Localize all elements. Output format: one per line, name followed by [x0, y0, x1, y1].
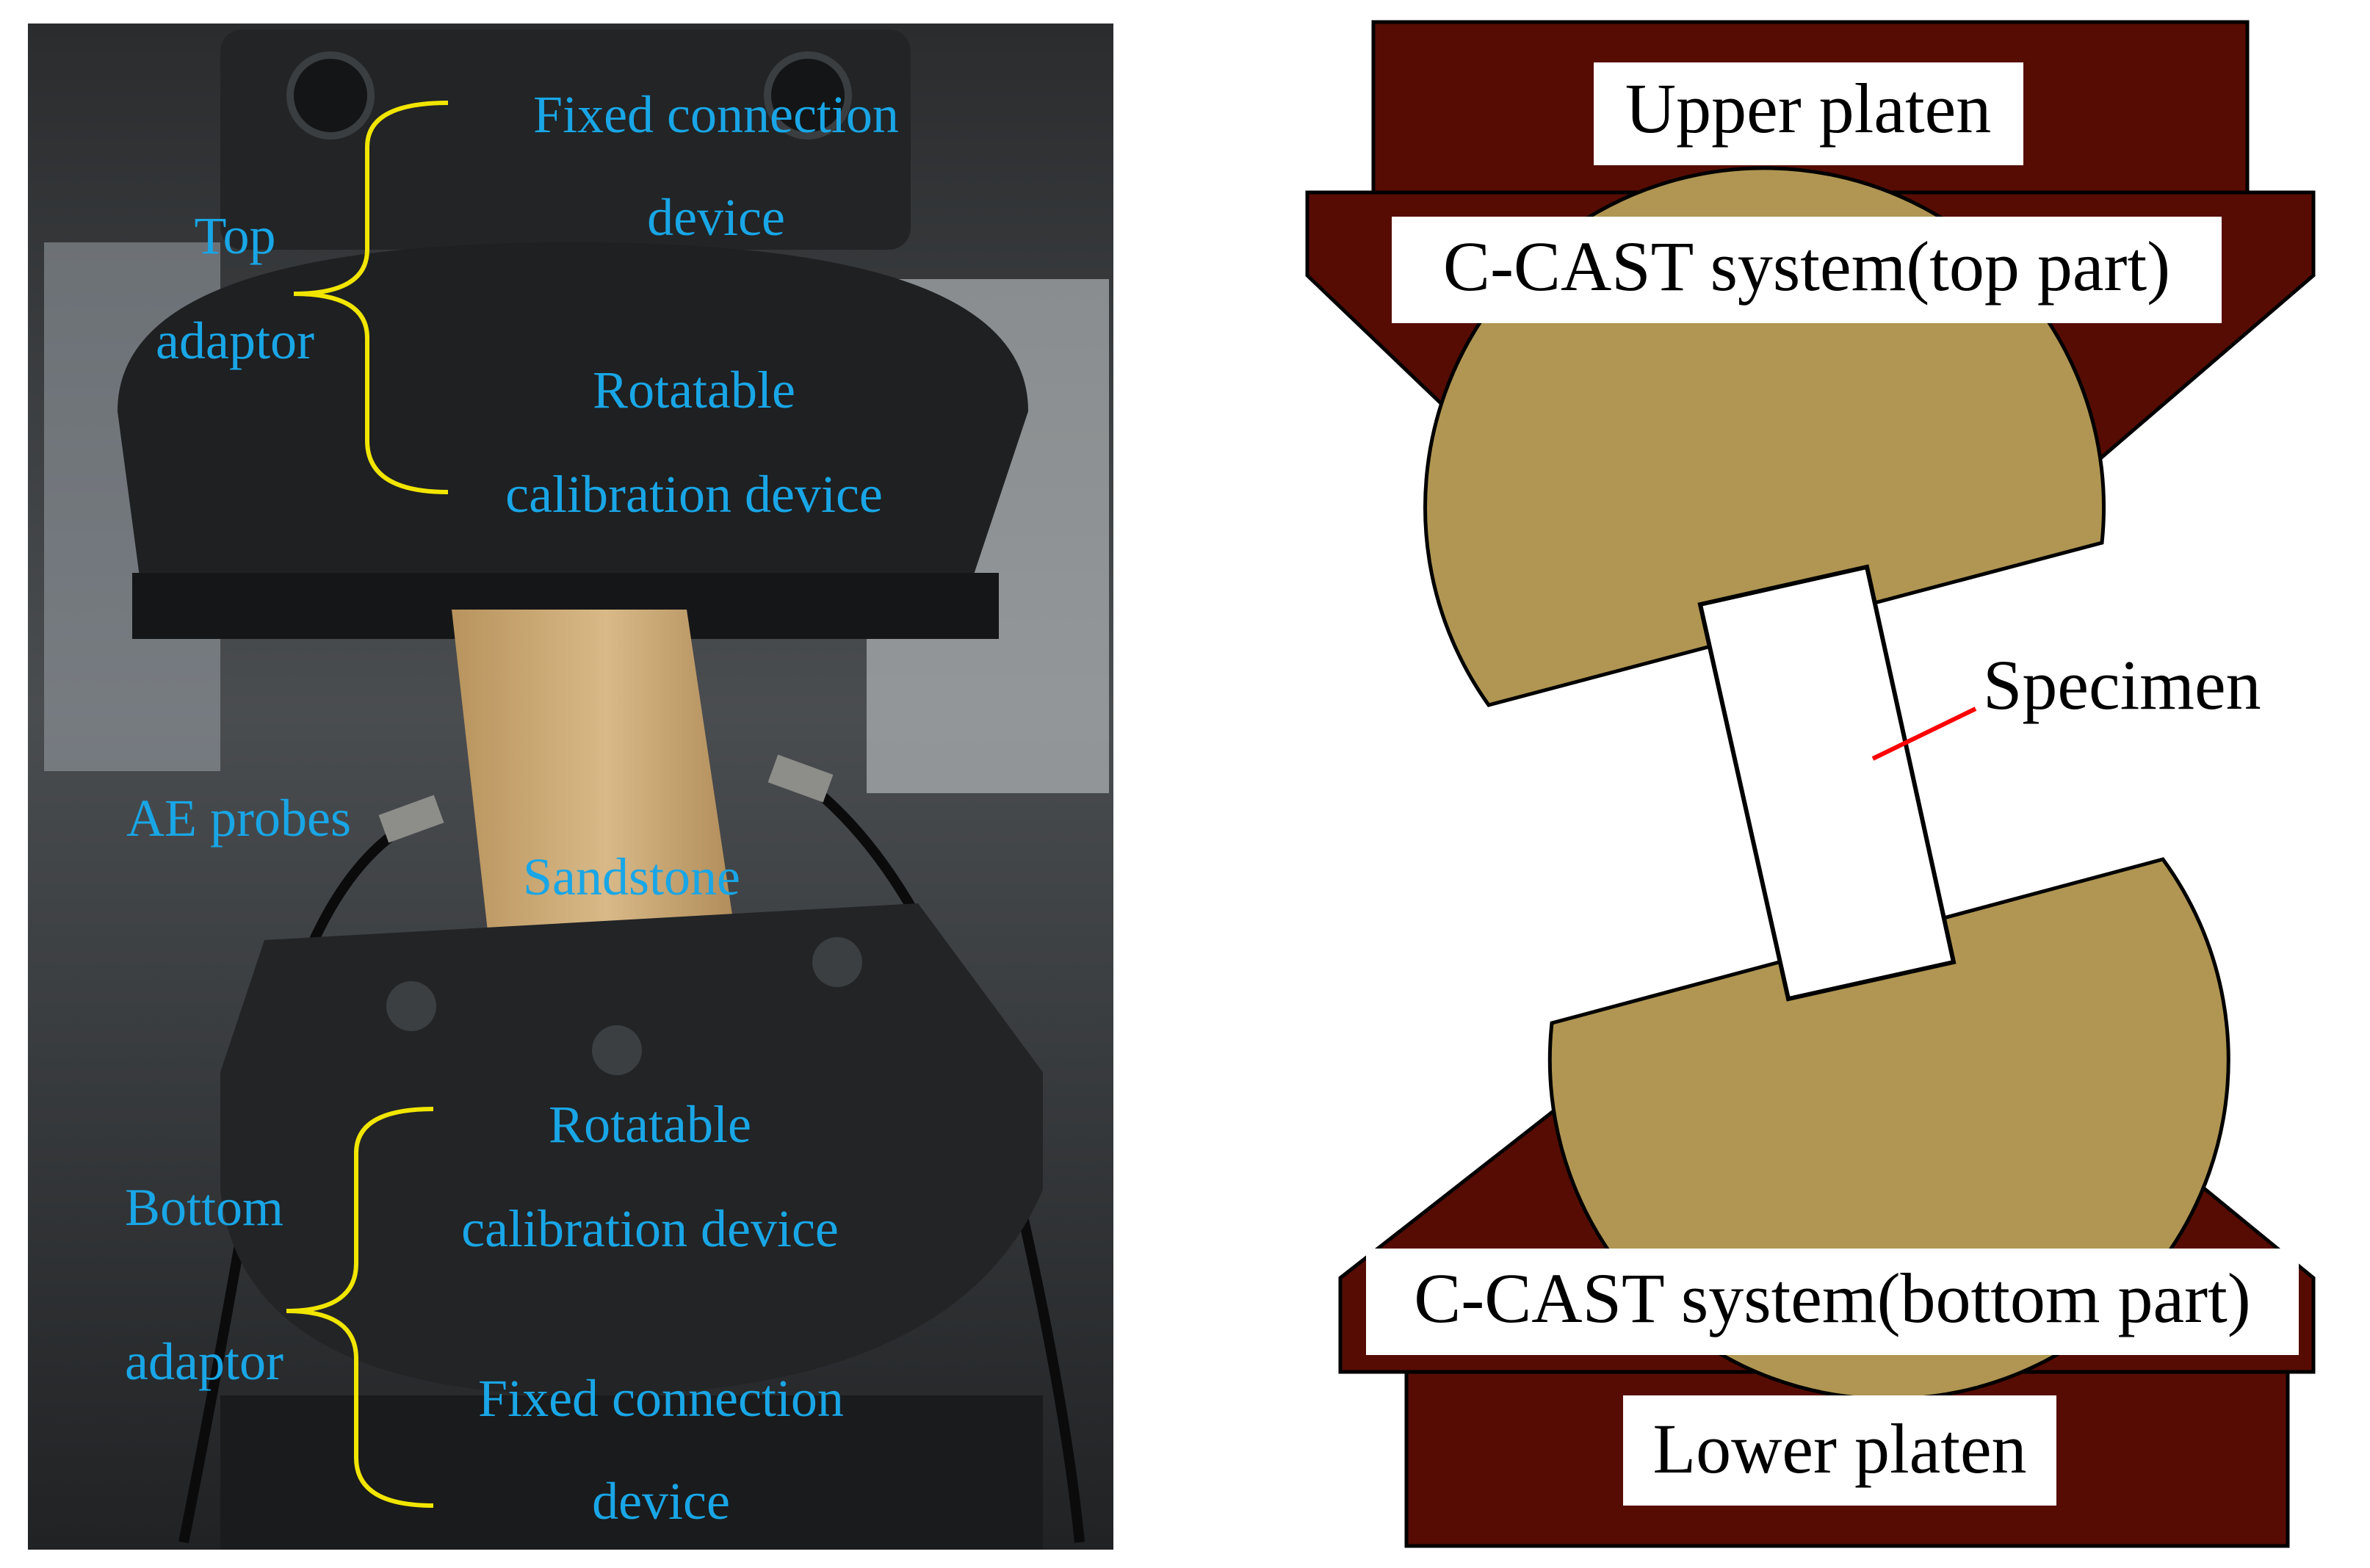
bottom-fixed-label-line2: device	[592, 1472, 730, 1531]
upper-platen-label: Upper platen	[1625, 69, 1991, 148]
top-adaptor-brace	[293, 101, 449, 494]
bottom-adaptor-label-line2: adaptor	[125, 1332, 283, 1391]
top-adaptor-label-line1: Top	[195, 206, 276, 265]
ccast-bottom-label-box	[1366, 1249, 2299, 1355]
ccast-top-label-box	[1392, 217, 2222, 323]
photo-panel: Fixed connection device Top adaptor Rota…	[28, 24, 1113, 1550]
specimen	[1697, 564, 1957, 1002]
bolt-head	[386, 981, 436, 1031]
bolt-head	[812, 937, 862, 987]
ae-probes-label: AE probes	[126, 789, 351, 848]
bottom-fixed-label-line1: Fixed connection	[478, 1369, 844, 1428]
ccast-top-label: C-CAST system(top part)	[1443, 227, 2170, 306]
ae-probe-left	[378, 795, 444, 843]
bolt-head	[764, 51, 852, 140]
top-adaptor-label-line2: adaptor	[156, 311, 314, 370]
ae-probe-right	[767, 754, 834, 803]
top-fixed-label-line2: device	[647, 188, 785, 247]
top-rotatable-label-line1: Rotatable	[593, 361, 795, 419]
bolt-head	[592, 1025, 642, 1075]
bottom-rotatable-device	[220, 903, 1043, 1395]
bottom-rotatable-label-line2: calibration device	[461, 1199, 839, 1258]
top-rotatable-device	[118, 242, 1028, 632]
bottom-rotatable-label-line1: Rotatable	[549, 1095, 751, 1154]
top-fixed-label-line1: Fixed connection	[533, 85, 899, 144]
specimen-marker	[1871, 707, 1977, 761]
bottom-adaptor-label-line1: Bottom	[125, 1178, 283, 1237]
specimen-label: Specimen	[1983, 646, 2261, 724]
schematic-panel: Upper platen C-CAST system(top part) Spe…	[1305, 20, 2316, 1548]
ccast-bottom-label: C-CAST system(bottom part)	[1414, 1259, 2251, 1337]
sandstone-label: Sandstone	[523, 848, 740, 906]
bottom-adaptor-brace	[286, 1107, 434, 1508]
lower-platen-label: Lower platen	[1652, 1409, 2026, 1488]
top-rotatable-label-line2: calibration device	[505, 465, 883, 524]
upper-platen-label-box	[1594, 62, 2023, 165]
lower-platen-label-box	[1623, 1395, 2056, 1506]
top-fixed-block	[220, 29, 911, 250]
bolt-head	[286, 51, 375, 140]
